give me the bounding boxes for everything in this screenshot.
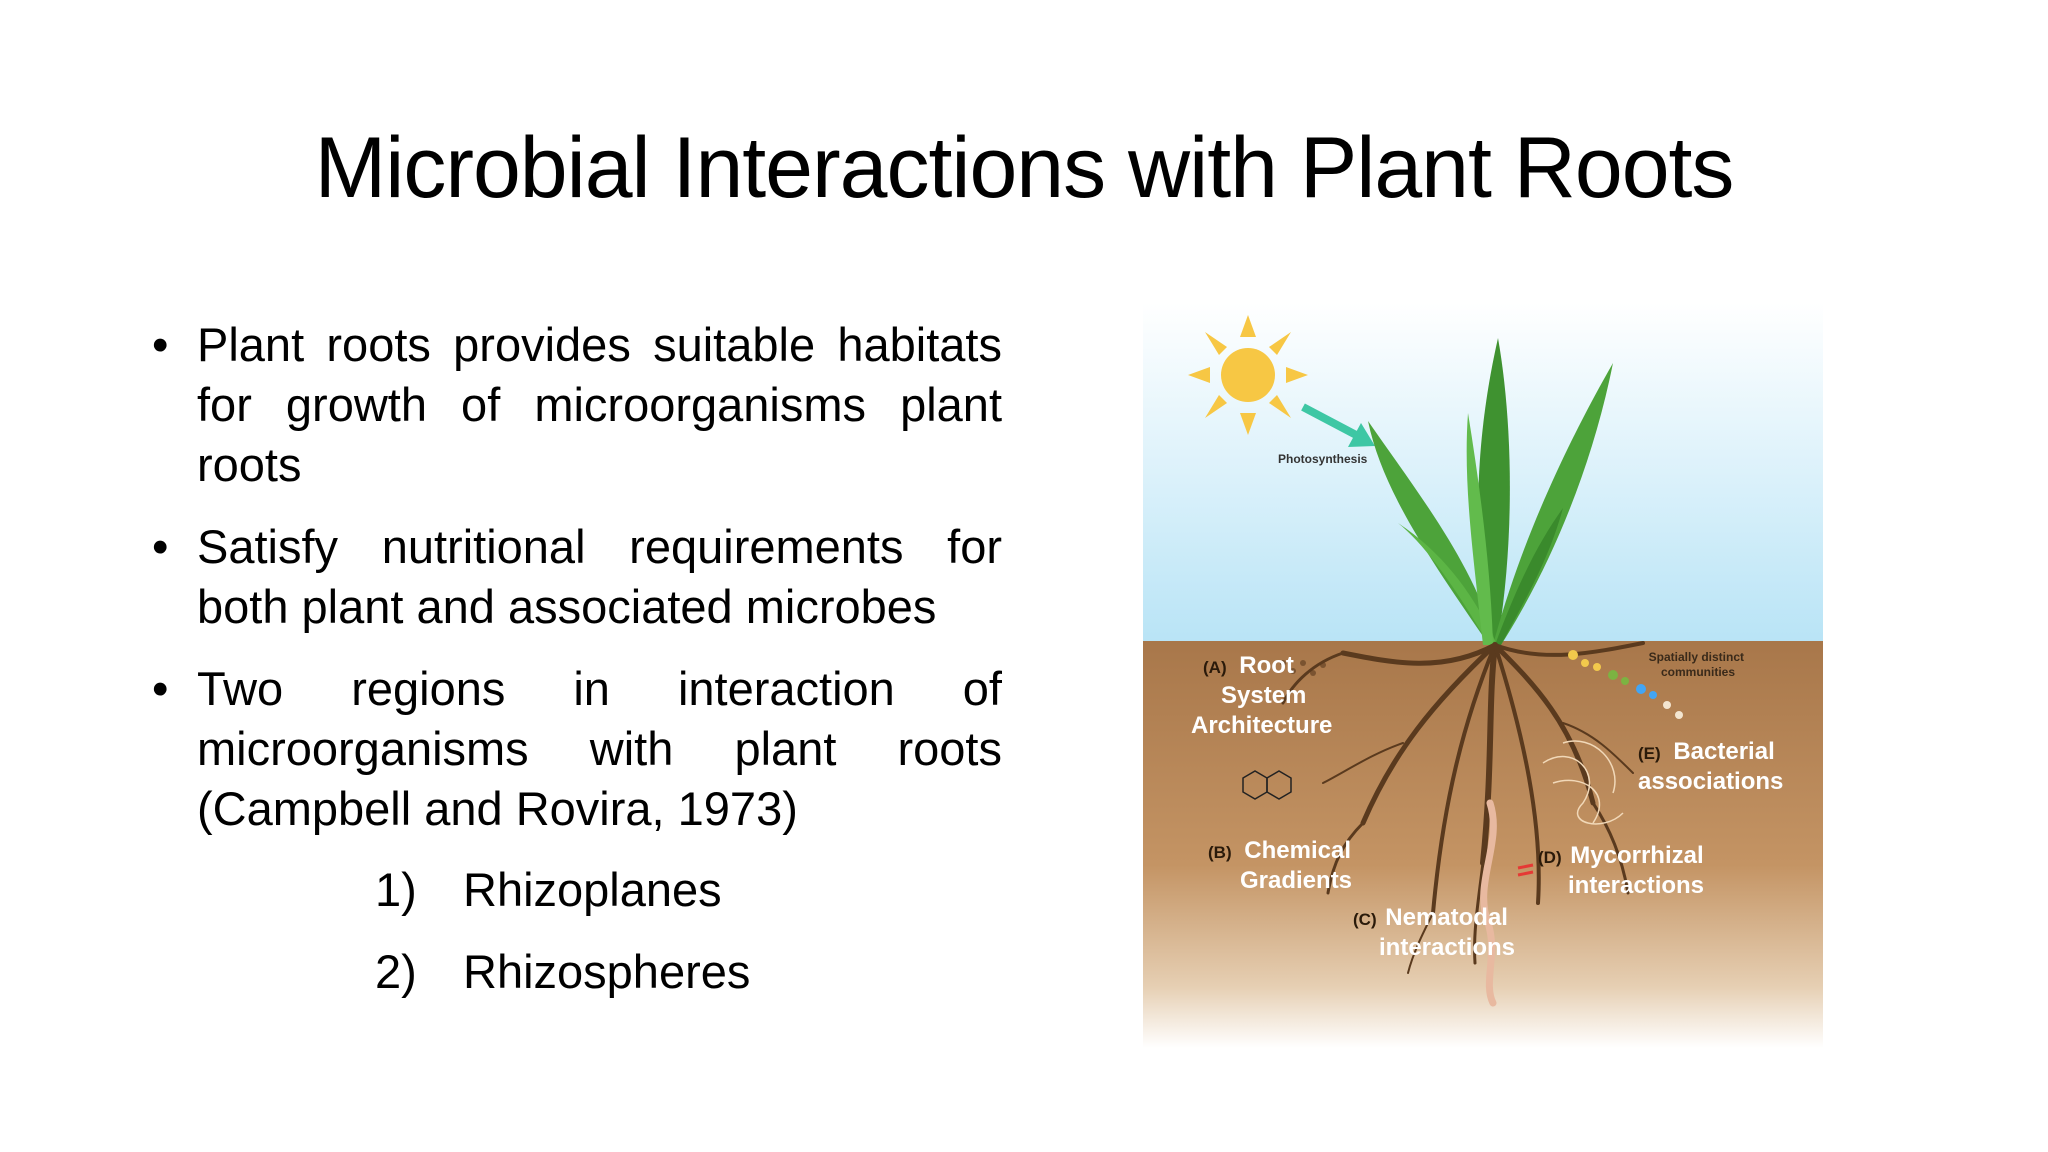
numbered-list: 1) Rhizoplanes 2) Rhizospheres bbox=[375, 860, 750, 1024]
chemical-molecule-icon bbox=[1242, 770, 1292, 800]
root-hair-dots bbox=[1280, 660, 1326, 676]
slide-title: Microbial Interactions with Plant Roots bbox=[314, 120, 1735, 216]
list-marker: 2) bbox=[375, 945, 417, 998]
label-chemical-gradients: (B) Chemical Gradients bbox=[1208, 837, 1358, 894]
bullet-item: Two regions in interaction of microorgan… bbox=[152, 659, 1002, 839]
label-letter: (A) bbox=[1203, 658, 1227, 677]
label-root-system-architecture: (A) Root System Architecture bbox=[1191, 652, 1332, 739]
numbered-item: 2) Rhizospheres bbox=[375, 942, 750, 1002]
bullet-item: Satisfy nutritional requirements for bot… bbox=[152, 517, 1002, 637]
nematode-icon bbox=[1480, 799, 1497, 1007]
label-bacterial-associations: (E) Bacterial associations bbox=[1638, 738, 1783, 795]
mycorrhizal-threads bbox=[1542, 740, 1624, 825]
label-letter: (E) bbox=[1638, 744, 1661, 763]
plant-root-diagram: Photosynthesis bbox=[1143, 303, 1823, 1048]
label-mycorrhizal-interactions: (D) Mycorrhizal interactions bbox=[1538, 842, 1710, 899]
plant-leaves bbox=[1368, 338, 1613, 645]
numbered-item: 1) Rhizoplanes bbox=[375, 860, 750, 920]
list-text: Rhizospheres bbox=[463, 945, 751, 998]
label-letter: (D) bbox=[1538, 848, 1562, 867]
spatial-communities-label: Spatially distinct communities bbox=[1649, 650, 1748, 679]
interaction-marker bbox=[1517, 863, 1534, 877]
bullet-list: Plant roots provides suitable habitats f… bbox=[152, 315, 1002, 861]
label-nematodal-interactions: (C) Nematodal interactions bbox=[1353, 904, 1515, 961]
list-text: Rhizoplanes bbox=[463, 863, 722, 916]
label-letter: (C) bbox=[1353, 910, 1377, 929]
photosynthesis-arrow bbox=[1301, 403, 1375, 447]
bacteria-cluster bbox=[1568, 650, 1683, 719]
plant-roots bbox=[1281, 641, 1645, 974]
sun-icon bbox=[1188, 315, 1308, 435]
bullet-item: Plant roots provides suitable habitats f… bbox=[152, 315, 1002, 495]
list-marker: 1) bbox=[375, 863, 417, 916]
photosynthesis-label: Photosynthesis bbox=[1278, 452, 1368, 466]
label-letter: (B) bbox=[1208, 843, 1232, 862]
